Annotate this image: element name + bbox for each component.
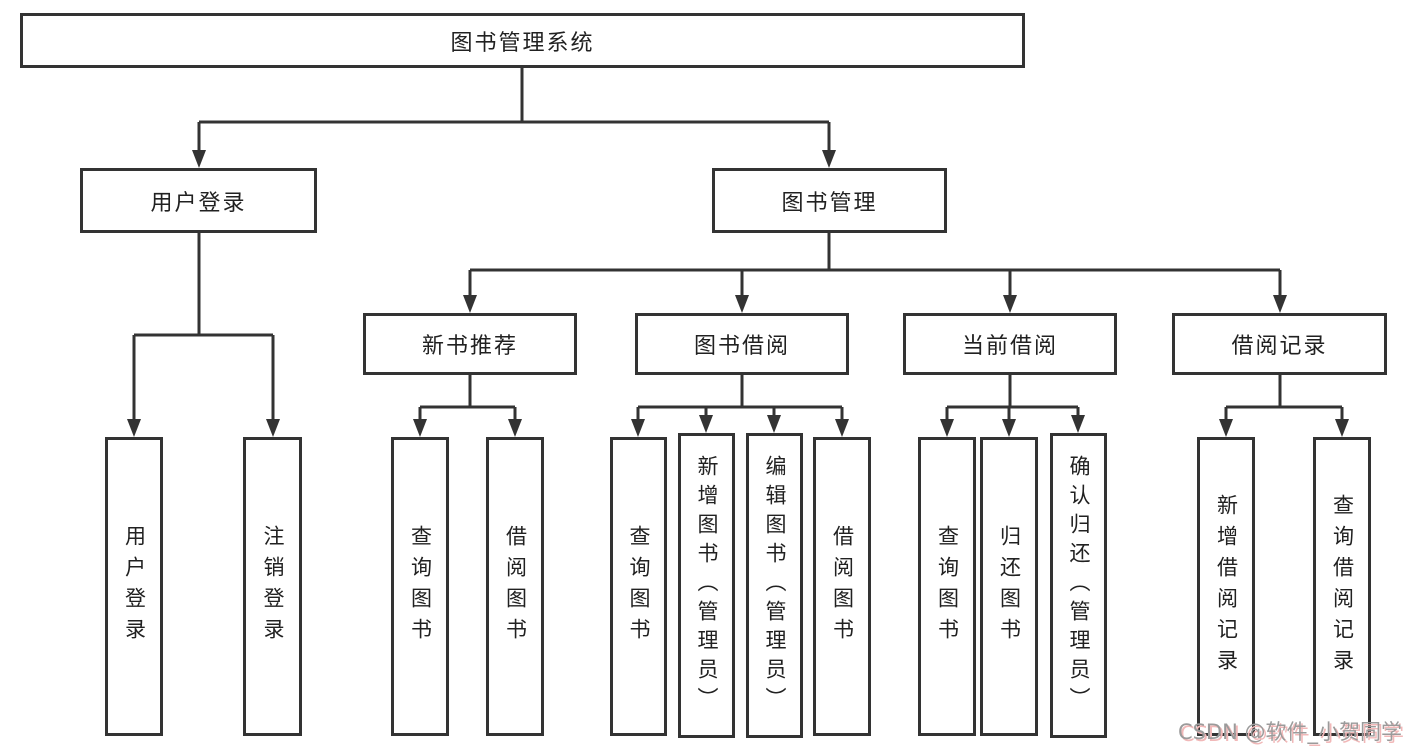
node-label: 编辑图书（管理员） [763, 455, 787, 716]
node-label: 图书借阅 [693, 334, 790, 359]
node-leaf-borrow-books: 借阅图书 [813, 437, 871, 736]
node-root-library-system: 图书管理系统 [20, 13, 1025, 68]
node-borrowing-records: 借阅记录 [1172, 313, 1387, 375]
node-label: 借阅图书 [503, 524, 528, 649]
arrowheads [127, 150, 1349, 437]
node-label: 新书推荐 [421, 334, 518, 359]
node-leaf-edit-books-admin: 编辑图书（管理员） [746, 433, 803, 738]
node-leaf-query-books-current: 查询图书 [918, 437, 976, 736]
connector-bookmgmt-to-level3 [468, 233, 1282, 297]
node-leaf-logout: 注销登录 [243, 437, 302, 736]
node-user-login: 用户登录 [80, 168, 317, 233]
node-leaf-add-borrow-record: 新增借阅记录 [1197, 437, 1255, 736]
node-current-borrowing: 当前借阅 [903, 313, 1117, 375]
node-leaf-confirm-return-admin: 确认归还（管理员） [1050, 433, 1107, 738]
node-label: 确认归还（管理员） [1067, 455, 1091, 716]
csdn-watermark: CSDN @软件_小贺同学 [1177, 720, 1402, 744]
node-label: 归还图书 [997, 524, 1022, 649]
node-leaf-query-books-recommend: 查询图书 [391, 437, 449, 736]
node-book-management: 图书管理 [712, 168, 947, 233]
node-label: 借阅图书 [830, 524, 855, 649]
connector-current-to-leaves [945, 375, 1080, 421]
node-book-borrowing: 图书借阅 [635, 313, 849, 375]
connector-newbook-to-leaves [418, 375, 517, 421]
connector-root-to-level2 [197, 68, 831, 152]
node-leaf-borrow-books-recommend: 借阅图书 [486, 437, 544, 736]
node-leaf-query-books-borrow: 查询图书 [610, 437, 667, 736]
node-leaf-return-books: 归还图书 [980, 437, 1038, 736]
node-label: 用户登录 [150, 190, 247, 216]
node-label: 当前借阅 [961, 334, 1058, 359]
node-label: 查询借阅记录 [1330, 493, 1355, 680]
connector-userlogin-to-leaves [132, 233, 275, 421]
node-label: 用户登录 [122, 524, 147, 649]
node-leaf-add-books-admin: 新增图书（管理员） [678, 433, 735, 738]
node-label: 图书管理系统 [450, 30, 595, 56]
connector-borrow-to-leaves [636, 375, 844, 421]
node-new-book-recommend: 新书推荐 [363, 313, 577, 375]
node-label: 查询图书 [627, 524, 651, 649]
node-label: 图书管理 [781, 190, 878, 216]
node-leaf-user-login: 用户登录 [105, 437, 163, 736]
node-label: 查询图书 [408, 524, 433, 649]
node-label: 注销登录 [261, 524, 285, 649]
node-leaf-query-borrow-record: 查询借阅记录 [1313, 437, 1371, 736]
node-label: 借阅记录 [1231, 334, 1328, 359]
node-label: 新增借阅记录 [1214, 493, 1239, 680]
node-label: 新增图书（管理员） [695, 455, 719, 716]
node-label: 查询图书 [935, 524, 960, 649]
connector-records-to-leaves [1224, 375, 1344, 421]
